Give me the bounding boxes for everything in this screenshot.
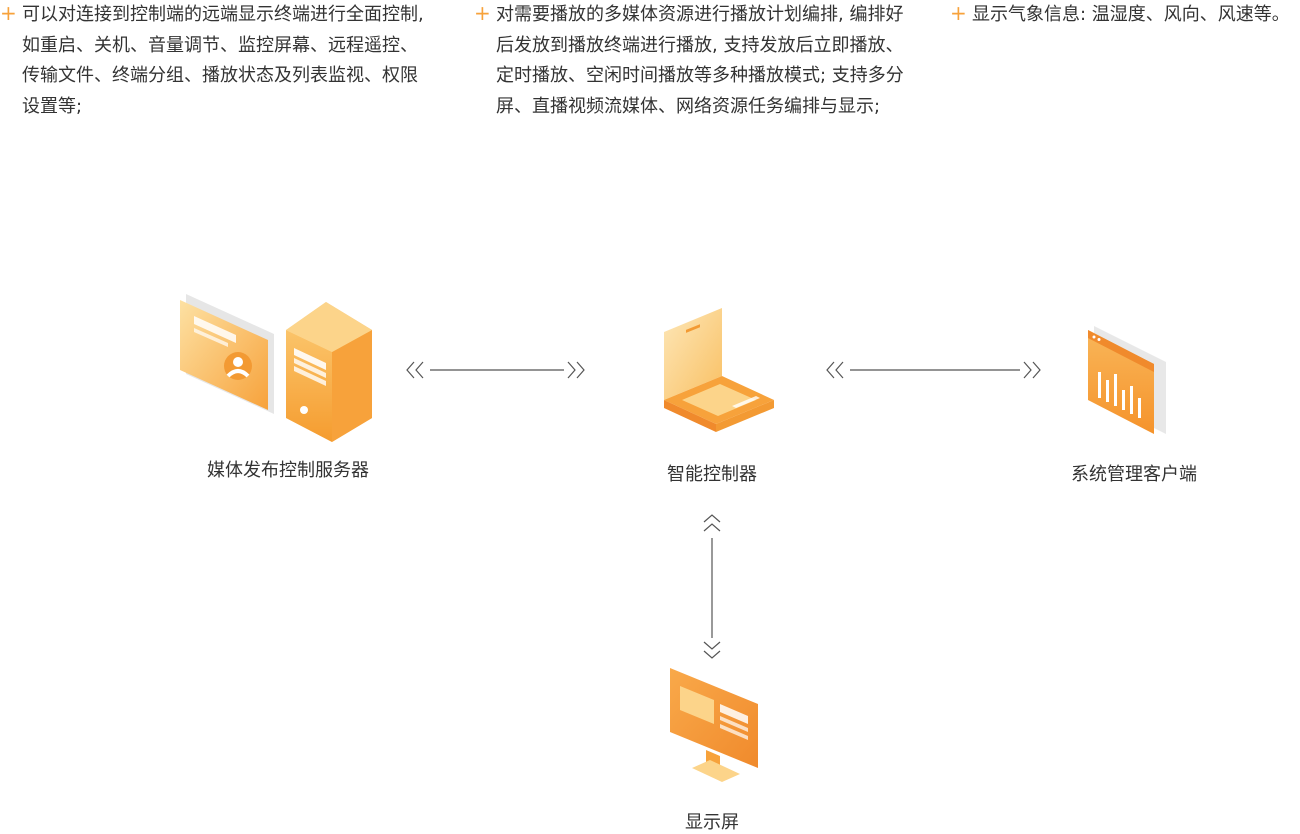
server-icon xyxy=(180,294,372,442)
bidirectional-arrow-controller-client xyxy=(826,361,1041,379)
plus-icon: + xyxy=(950,1,967,25)
display-label: 显示屏 xyxy=(685,812,739,833)
chart-panel-icon xyxy=(1088,326,1166,434)
monitor-icon xyxy=(670,668,758,782)
bidirectional-arrow-controller-display xyxy=(703,514,721,659)
client-label: 系统管理客户端 xyxy=(1071,464,1197,485)
plus-icon: + xyxy=(0,1,17,25)
feature-text: 可以对连接到控制端的远端显示终端进行全面控制, 如重启、关机、音量调节、监控屏幕… xyxy=(22,4,424,117)
laptop-icon xyxy=(664,308,774,432)
feature-text: 显示气象信息: 温湿度、风向、风速等。 xyxy=(972,4,1290,25)
plus-icon: + xyxy=(474,1,491,25)
feature-text: 对需要播放的多媒体资源进行播放计划编排, 编排好后发放到播放终端进行播放, 支持… xyxy=(496,4,904,117)
bidirectional-arrow-server-controller xyxy=(406,361,585,379)
media-server-label: 媒体发布控制服务器 xyxy=(207,460,369,481)
controller-label: 智能控制器 xyxy=(667,464,757,485)
